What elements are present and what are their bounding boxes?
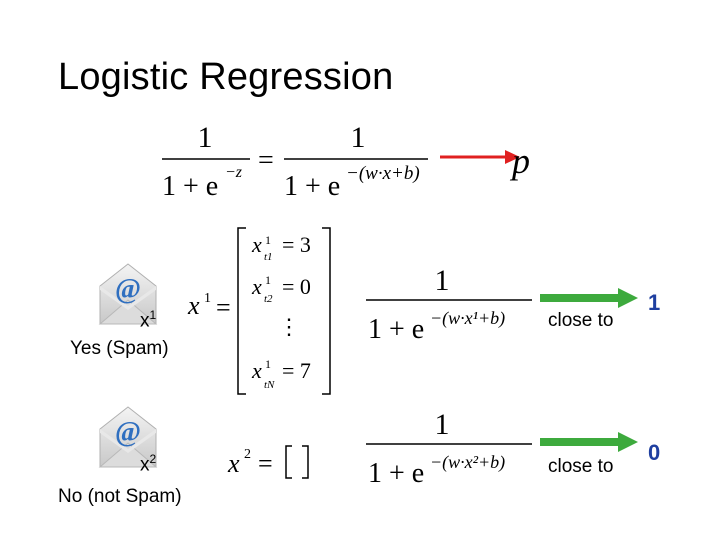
example1-vector: x 1 = x 1 t1 = 3 x 1 t2 = 0 ⋮ x 1 tN = 7 bbox=[187, 227, 331, 395]
vec2-equals: = bbox=[258, 449, 273, 478]
top-den-right-base: 1 + e bbox=[284, 171, 340, 202]
vec1-entry-2: x bbox=[251, 274, 262, 299]
example1-caption: Yes (Spam) bbox=[70, 338, 169, 359]
vec1-entry-1: x bbox=[251, 232, 262, 257]
vec1-entry-1-sup: 1 bbox=[265, 233, 271, 247]
vec1-entry-n-sup: 1 bbox=[265, 357, 271, 371]
frac1-den-base: 1 + e bbox=[368, 314, 424, 345]
vec1-entry-n-sub: tN bbox=[264, 379, 275, 391]
email-at-icon: @ bbox=[98, 263, 158, 325]
vec1-right-bracket bbox=[322, 227, 331, 395]
vec2-lhs: x bbox=[227, 449, 240, 478]
top-num-right: 1 bbox=[351, 121, 366, 154]
example1-var: x1 bbox=[140, 308, 157, 332]
email-at-icon-2: @ bbox=[98, 406, 158, 468]
vec1-equals: = bbox=[216, 293, 231, 322]
top-den-left-exp: −z bbox=[225, 164, 243, 181]
vec2-left-bracket bbox=[285, 445, 292, 479]
vec2-right-bracket bbox=[302, 445, 309, 479]
example1-close-to: close to bbox=[548, 310, 614, 331]
vec1-left-bracket bbox=[237, 227, 246, 395]
green-arrow-icon bbox=[540, 288, 638, 308]
red-arrow-head-icon bbox=[505, 150, 520, 164]
vec1-entry-2-sub: t2 bbox=[264, 293, 273, 305]
example2-target: 0 bbox=[648, 440, 661, 465]
frac1-den-exp: −(w·x¹+b) bbox=[430, 308, 505, 329]
vec2-lhs-sup: 2 bbox=[244, 447, 251, 462]
top-formula: 1 1 + e −z = 1 1 + e −(w·x+b) p bbox=[162, 121, 530, 202]
example2-caption: No (not Spam) bbox=[58, 486, 182, 507]
top-result: p bbox=[509, 141, 530, 181]
top-den-left-base: 1 + e bbox=[162, 171, 218, 202]
example1-fraction: 1 1 + e −(w·x¹+b) bbox=[366, 264, 532, 345]
example2-close-to: close to bbox=[548, 456, 614, 477]
vec1-ellipsis: ⋮ bbox=[278, 314, 300, 339]
vec1-entry-1-sub: t1 bbox=[264, 251, 273, 263]
example2-fraction: 1 1 + e −(w·x²+b) bbox=[366, 408, 532, 489]
vec1-value-2: = 0 bbox=[282, 274, 311, 299]
vec1-entry-n: x bbox=[251, 358, 262, 383]
top-num-left: 1 bbox=[198, 121, 213, 154]
example2-var: x2 bbox=[140, 452, 157, 476]
vec1-entry-2-sup: 1 bbox=[265, 273, 271, 287]
example1-target: 1 bbox=[648, 290, 661, 315]
vec1-lhs: x bbox=[187, 291, 200, 320]
svg-text:@: @ bbox=[115, 417, 141, 448]
slide-title: Logistic Regression bbox=[58, 56, 394, 98]
vec1-value-n: = 7 bbox=[282, 358, 311, 383]
frac2-numerator: 1 bbox=[435, 408, 450, 441]
example2-vector: x 2 = bbox=[227, 445, 309, 479]
frac2-den-base: 1 + e bbox=[368, 458, 424, 489]
top-equals: = bbox=[258, 145, 274, 176]
vec1-lhs-sup: 1 bbox=[204, 291, 211, 306]
frac2-den-exp: −(w·x²+b) bbox=[430, 452, 505, 473]
green-arrow-icon-2 bbox=[540, 432, 638, 452]
svg-text:@: @ bbox=[115, 274, 141, 305]
frac1-numerator: 1 bbox=[435, 264, 450, 297]
vec1-value-1: = 3 bbox=[282, 232, 311, 257]
top-den-right-exp: −(w·x+b) bbox=[346, 163, 420, 184]
